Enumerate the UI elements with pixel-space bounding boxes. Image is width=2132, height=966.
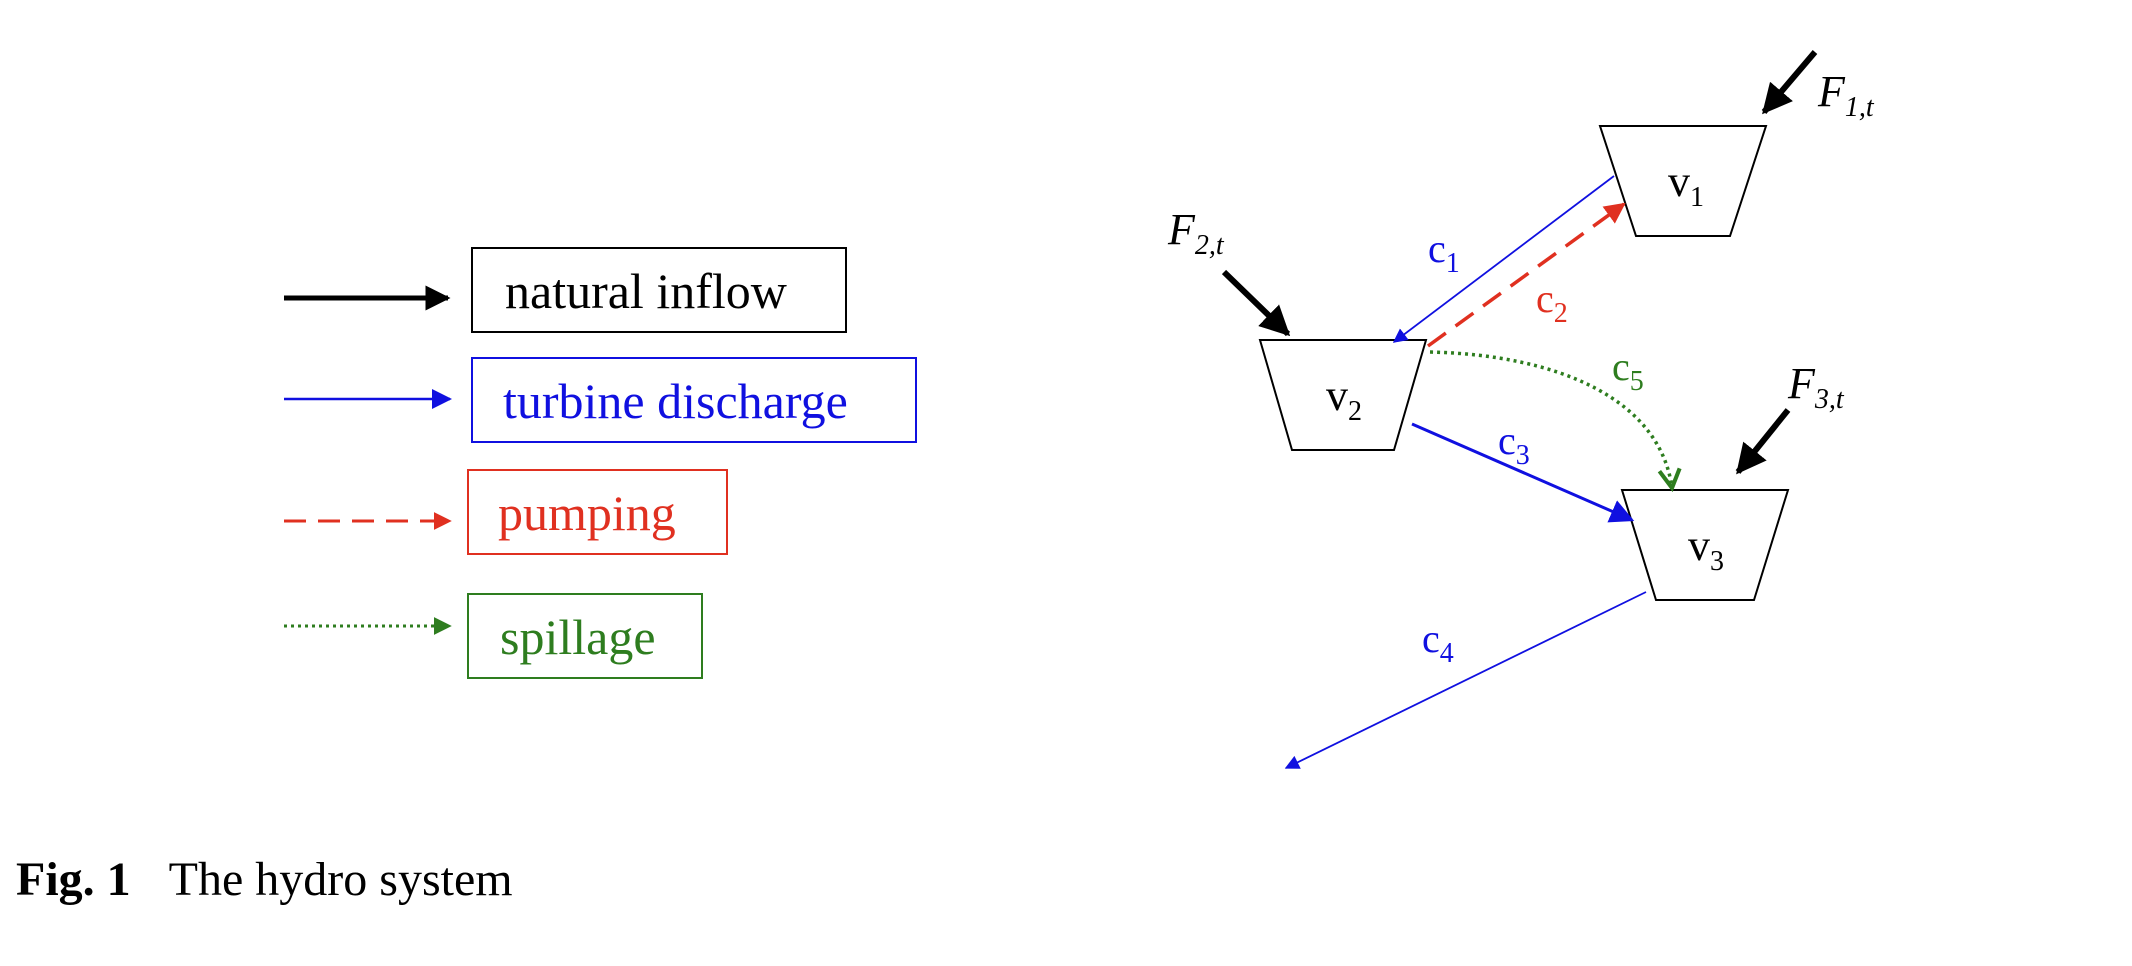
channel-c1-arrow — [1392, 175, 1615, 343]
legend-natural-inflow-label: natural inflow — [505, 263, 787, 319]
channel-c4-arrow — [1284, 591, 1647, 769]
inflow-arrow-f1 — [1761, 50, 1818, 115]
diagram: v1 v2 v3 F1,t F2,t F3,t c1 c2 c3 c4 c5 — [1167, 50, 1875, 769]
channel-c5-arrow — [1429, 350, 1672, 488]
legend: natural inflow turbine discharge pumping… — [284, 247, 917, 679]
legend-pumping-box — [467, 469, 728, 555]
figure-caption: Fig. 1 The hydro system — [16, 852, 513, 907]
legend-pumping-label: pumping — [498, 485, 676, 541]
legend-turbine-discharge-label: turbine discharge — [503, 373, 848, 429]
figure-caption-text: The hydro system — [168, 853, 513, 906]
reservoir-v2-label: v2 — [1326, 371, 1362, 427]
channel-label-c3: c3 — [1498, 418, 1530, 471]
inflow-label-f1: F1,t — [1817, 67, 1875, 123]
reservoir-v1-label: v1 — [1668, 157, 1704, 213]
reservoir-v2-shape — [1258, 339, 1428, 451]
channel-c3-arrow — [1411, 422, 1635, 523]
inflow-arrow-f3 — [1735, 408, 1791, 475]
legend-natural-inflow-box — [471, 247, 847, 333]
inflow-label-f2: F2,t — [1167, 205, 1225, 261]
channel-label-c2: c2 — [1536, 276, 1568, 329]
channel-c2-arrow — [1426, 202, 1626, 348]
channel-label-c1: c1 — [1428, 226, 1460, 279]
reservoir-v3-shape — [1620, 489, 1790, 601]
legend-spillage-box — [467, 593, 703, 679]
legend-spillage-label: spillage — [500, 609, 656, 665]
legend-turbine-discharge-box — [471, 357, 917, 443]
inflow-arrow-f2 — [1221, 269, 1291, 337]
figure-caption-label: Fig. 1 — [16, 853, 131, 906]
channel-label-c5: c5 — [1612, 344, 1644, 397]
reservoir-v1-shape — [1598, 125, 1768, 237]
channel-label-c4: c4 — [1422, 616, 1454, 669]
inflow-label-f3: F3,t — [1787, 359, 1845, 415]
reservoir-v3-label: v3 — [1688, 521, 1724, 577]
